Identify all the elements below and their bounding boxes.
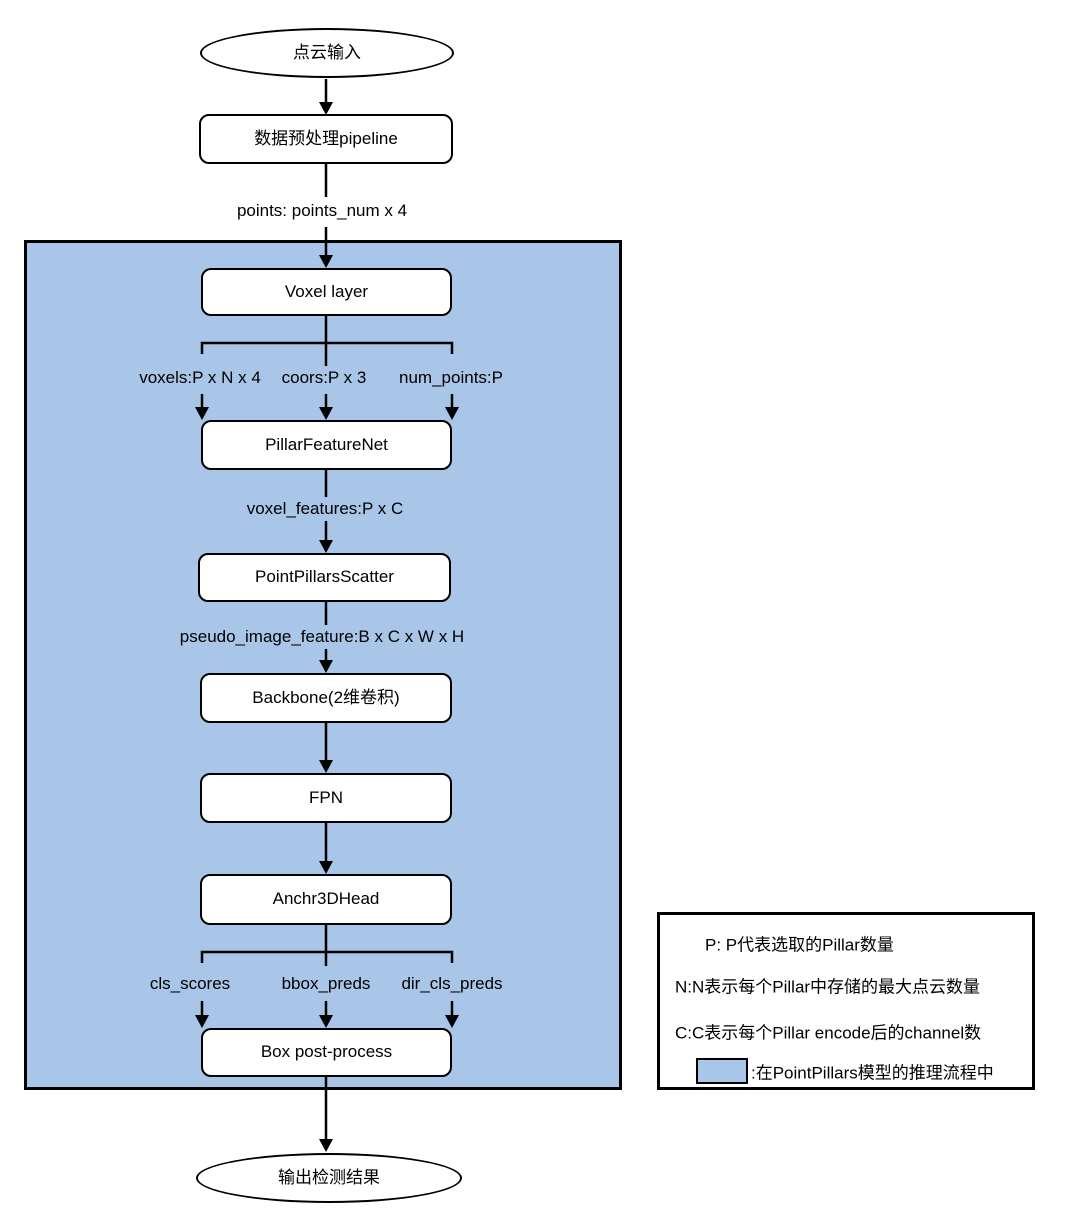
edge-label-points: points: points_num x 4 [236,201,408,220]
node-label: 点云输入 [293,42,361,62]
legend-box: P: P代表选取的Pillar数量 N:N表示每个Pillar中存储的最大点云数… [657,912,1035,1090]
node-label: 数据预处理pipeline [254,128,398,148]
node-preprocess-pipeline: 数据预处理pipeline [199,114,453,164]
legend-line-p: P: P代表选取的Pillar数量 [705,935,894,955]
node-box-post-process: Box post-process [201,1028,452,1077]
node-label: Box post-process [260,1042,393,1062]
arrow-input-to-preprocess [319,79,333,115]
node-voxel-layer: Voxel layer [201,268,452,316]
legend-swatch-label: :在PointPillars模型的推理流程中 [751,1063,994,1083]
edge-label-coors: coors:P x 3 [281,368,367,387]
node-backbone: Backbone(2维卷积) [200,673,452,723]
edge-label-voxels: voxels:P x N x 4 [139,368,261,387]
node-label: 输出检测结果 [278,1167,380,1187]
legend-region-swatch [696,1058,748,1084]
node-point-cloud-input: 点云输入 [200,28,454,78]
edge-label-dir-cls-preds: dir_cls_preds [401,974,503,993]
legend-line-n: N:N表示每个Pillar中存储的最大点云数量 [675,977,981,997]
legend-line-c: C:C表示每个Pillar encode后的channel数 [675,1023,982,1043]
node-label: Backbone(2维卷积) [252,687,400,707]
edge-label-voxel-features: voxel_features:P x C [246,499,404,518]
node-output-result: 输出检测结果 [196,1153,462,1203]
node-label: PillarFeatureNet [265,434,388,454]
node-anchr3dhead: Anchr3DHead [200,874,452,925]
edge-label-bbox-preds: bbox_preds [281,974,371,993]
node-point-pillars-scatter: PointPillarsScatter [198,553,451,602]
node-pillar-feature-net: PillarFeatureNet [201,420,452,470]
node-label: FPN [309,787,343,807]
node-label: Anchr3DHead [272,889,380,909]
node-fpn: FPN [200,773,452,823]
node-label: PointPillarsScatter [255,567,394,587]
node-label: Voxel layer [284,281,369,301]
edge-label-pseudo-image: pseudo_image_feature:B x C x W x H [179,627,465,646]
edge-label-cls-scores: cls_scores [149,974,231,993]
edge-label-num-points: num_points:P [399,368,503,387]
